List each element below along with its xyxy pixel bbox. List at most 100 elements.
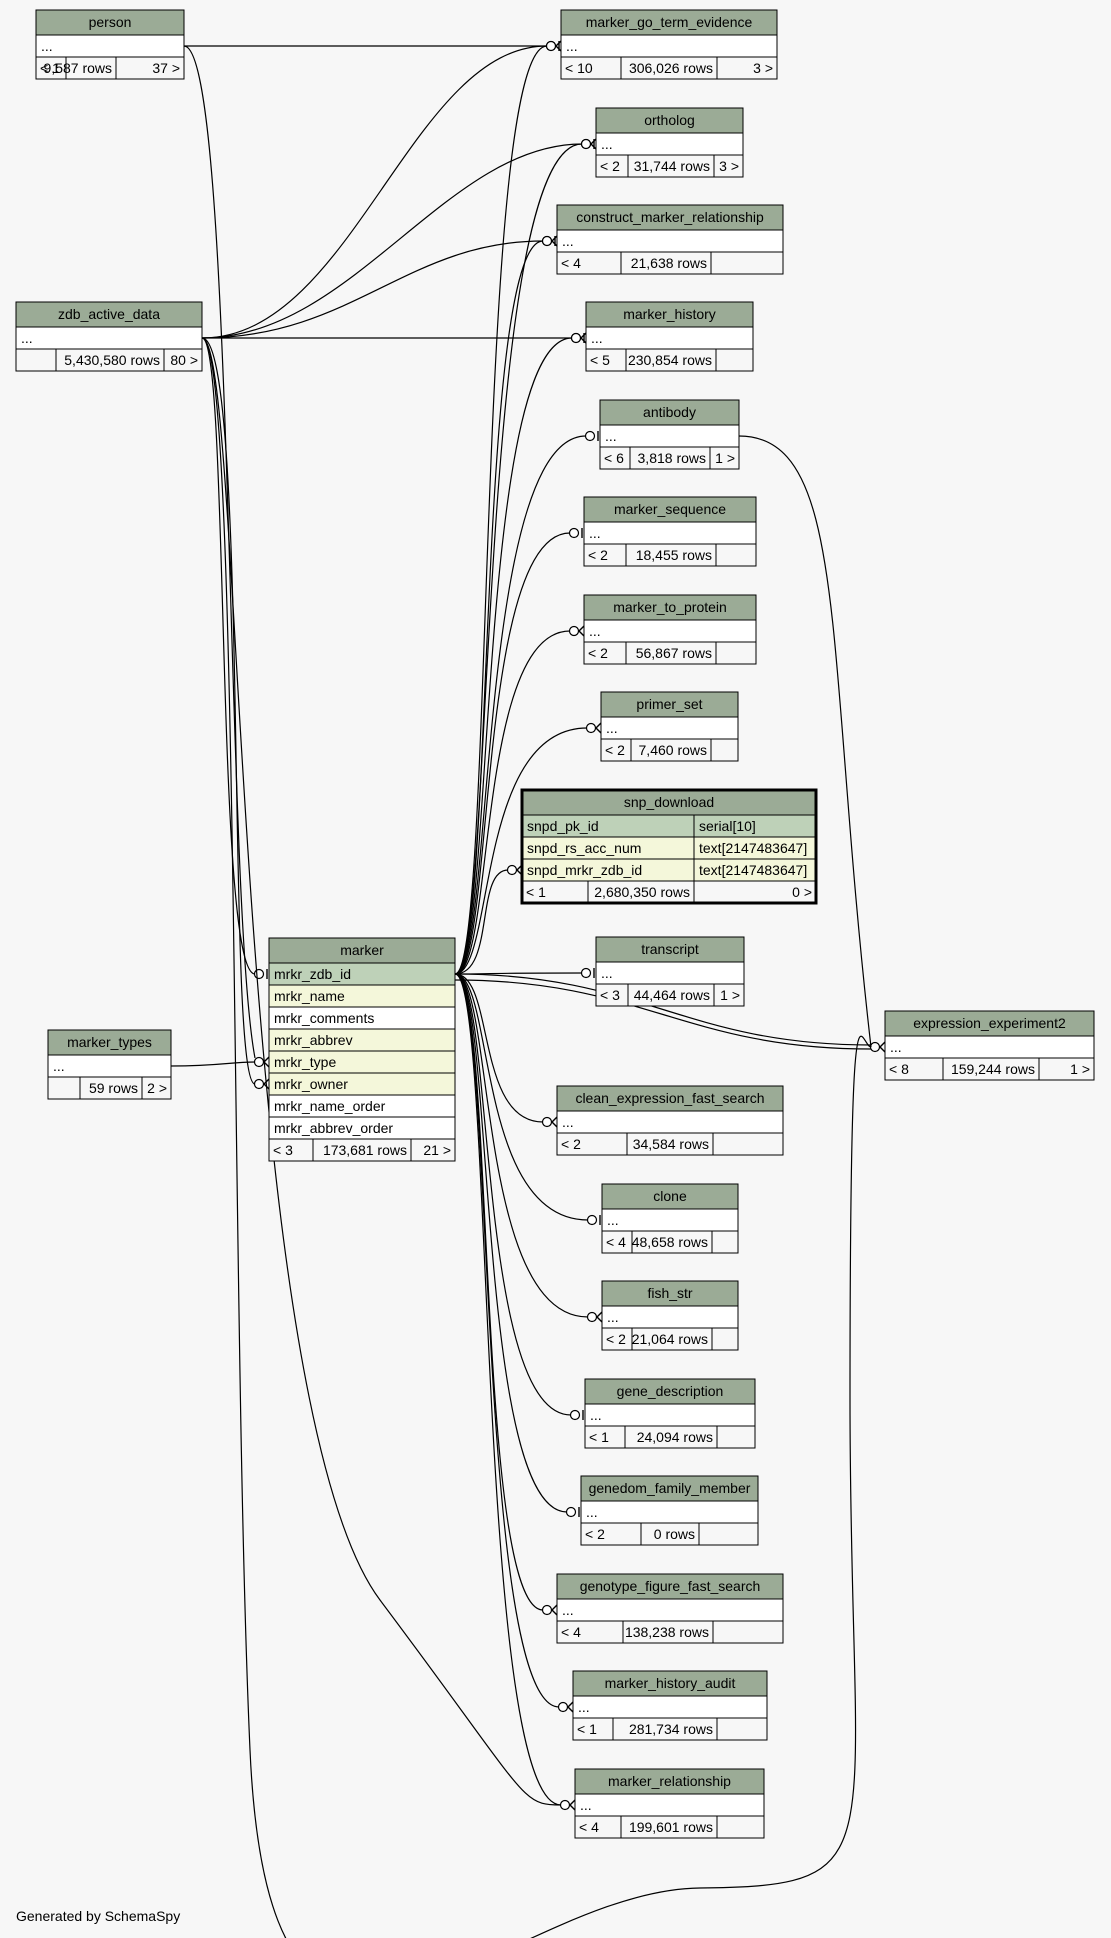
- children-count[interactable]: 21 >: [423, 1142, 451, 1158]
- edge-marker-expression-experiment2: [454, 973, 872, 1046]
- column-name: ...: [590, 1407, 602, 1423]
- table-name: genedom_family_member: [589, 1480, 751, 1496]
- row-count: 5,430,580 rows: [64, 352, 160, 368]
- parents-count[interactable]: < 4: [561, 255, 581, 271]
- children-count[interactable]: 3 >: [719, 158, 739, 174]
- column-name: ...: [605, 428, 617, 444]
- table-marker-to-protein[interactable]: marker_to_protein... < 2 56,867 rows: [583, 594, 757, 665]
- parents-count[interactable]: < 6: [604, 450, 624, 466]
- children-count[interactable]: 3 >: [753, 60, 773, 76]
- column-type: text[2147483647]: [699, 840, 807, 856]
- children-count[interactable]: 1 >: [720, 987, 740, 1003]
- row-count: 21,638 rows: [631, 255, 707, 271]
- column-name: mrkr_comments: [274, 1010, 374, 1026]
- table-name: marker_to_protein: [613, 599, 727, 615]
- table-name: fish_str: [647, 1285, 692, 1301]
- edge-marker-clone: [454, 973, 589, 1221]
- column-name: ...: [601, 965, 613, 981]
- cardinality-marker: [568, 625, 585, 637]
- parents-count[interactable]: < 4: [606, 1234, 626, 1250]
- cardinality-marker: [580, 138, 597, 150]
- edge-marker-marker-sequence: [454, 532, 571, 975]
- children-count[interactable]: 80 >: [170, 352, 198, 368]
- table-name: marker_history: [623, 306, 716, 322]
- column-name: ...: [591, 330, 603, 346]
- edge-marker-marker-history: [454, 337, 573, 975]
- parents-count[interactable]: < 1: [526, 884, 546, 900]
- parents-count[interactable]: < 3: [600, 987, 620, 1003]
- row-count: 2,680,350 rows: [594, 884, 690, 900]
- edge-zdb-active-data-construct-marker-relationship: [201, 240, 544, 339]
- column-name: ...: [589, 623, 601, 639]
- edge-zdb-active-data-marker-relationship: [201, 337, 562, 1806]
- cardinality-marker: [869, 1041, 886, 1053]
- cardinality-marker: [586, 1214, 601, 1226]
- generated-by-note: Generated by SchemaSpy: [16, 1908, 181, 1924]
- column-name: ...: [607, 1212, 619, 1228]
- children-count[interactable]: 2 >: [147, 1080, 167, 1096]
- parents-count[interactable]: < 2: [585, 1526, 605, 1542]
- parents-count[interactable]: < 1: [577, 1721, 597, 1737]
- cardinality-marker: [545, 40, 562, 52]
- parents-count[interactable]: < 2: [600, 158, 620, 174]
- table-marker[interactable]: markermrkr_zdb_idmrkr_namemrkr_commentsm…: [268, 937, 456, 1162]
- children-count[interactable]: 1 >: [1070, 1061, 1090, 1077]
- edge-marker-genotype-figure-fast-search: [454, 973, 544, 1611]
- parents-count[interactable]: < 1: [40, 60, 60, 76]
- row-count: 9,587 rows: [44, 60, 112, 76]
- parents-count[interactable]: < 4: [561, 1624, 581, 1640]
- parents-count[interactable]: < 2: [605, 742, 625, 758]
- column-name: ...: [562, 1114, 574, 1130]
- cardinality-marker: [584, 430, 599, 442]
- table-name: zdb_active_data: [58, 306, 160, 322]
- table-name: marker_go_term_evidence: [586, 14, 753, 30]
- row-count: 24,094 rows: [637, 1429, 713, 1445]
- parents-count[interactable]: < 8: [889, 1061, 909, 1077]
- cardinality-marker: [506, 864, 523, 876]
- row-count: 56,867 rows: [636, 645, 712, 661]
- parents-count[interactable]: < 2: [561, 1136, 581, 1152]
- row-count: 0 rows: [654, 1526, 695, 1542]
- table-name: marker: [340, 942, 384, 958]
- column-name: snpd_pk_id: [527, 818, 599, 834]
- parents-count[interactable]: < 4: [579, 1819, 599, 1835]
- parents-count[interactable]: < 3: [273, 1142, 293, 1158]
- row-count: 173,681 rows: [323, 1142, 407, 1158]
- edge-zdb-active-data-marker-owner: [201, 337, 256, 1085]
- parents-count[interactable]: < 5: [590, 352, 610, 368]
- parents-count[interactable]: < 2: [606, 1331, 626, 1347]
- parents-count[interactable]: < 2: [588, 645, 608, 661]
- table-name: marker_history_audit: [605, 1675, 736, 1691]
- edge-marker-construct-marker-relationship: [454, 240, 544, 975]
- children-count[interactable]: 1 >: [715, 450, 735, 466]
- parents-count[interactable]: < 2: [588, 547, 608, 563]
- parents-count[interactable]: < 10: [565, 60, 593, 76]
- parents-count[interactable]: < 1: [589, 1429, 609, 1445]
- edge-marker-types-marker: [170, 1061, 256, 1067]
- children-count[interactable]: 0 >: [792, 884, 812, 900]
- cardinality-marker: [570, 332, 587, 344]
- children-count[interactable]: 37 >: [152, 60, 180, 76]
- table-name: clone: [653, 1188, 687, 1204]
